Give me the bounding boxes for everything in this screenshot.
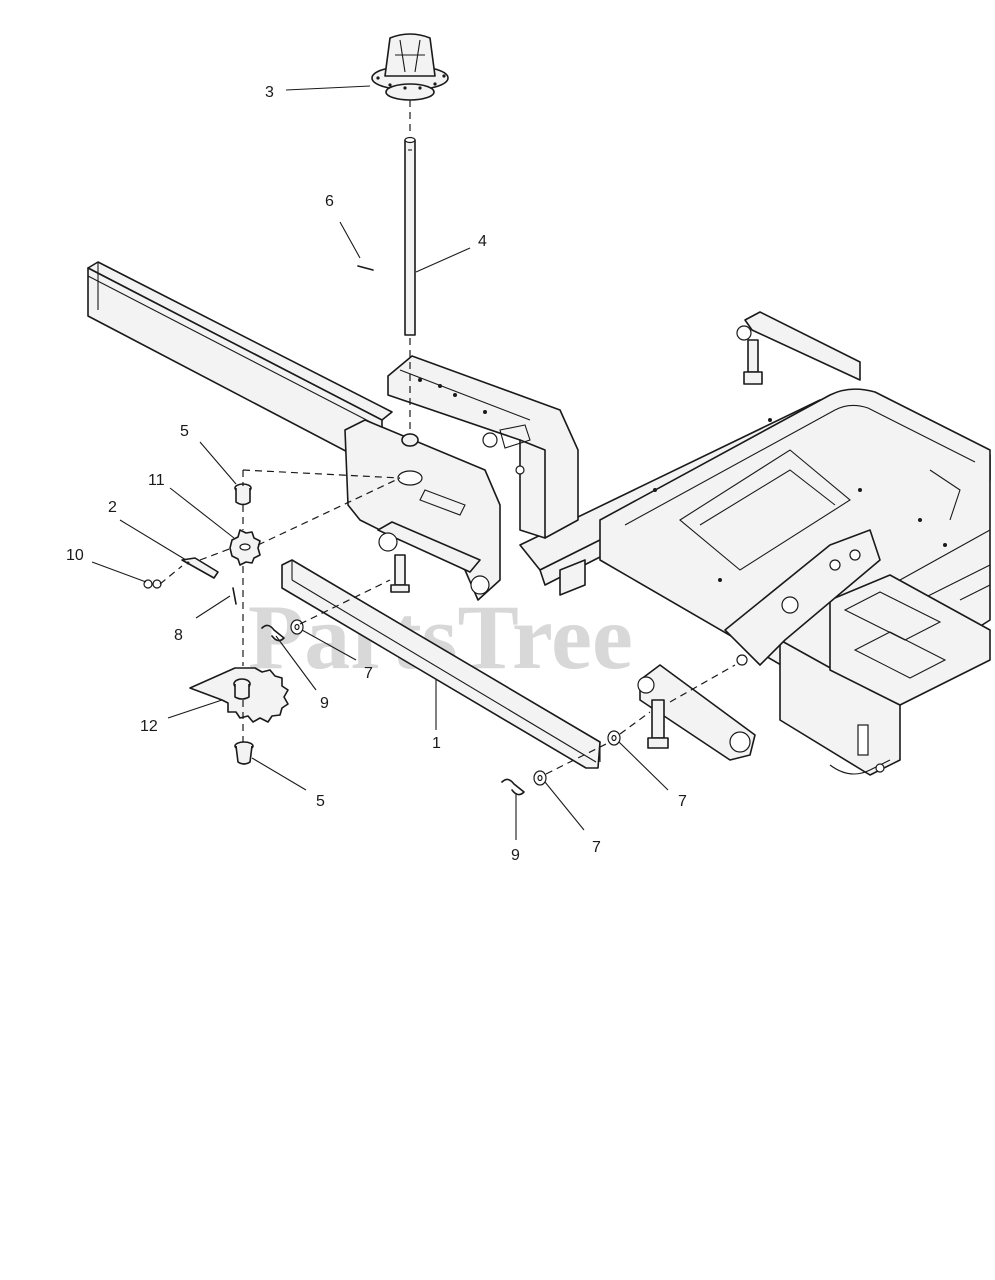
callout-7-upper: 7 <box>364 665 373 682</box>
callout-2: 2 <box>108 499 117 516</box>
part-2-key <box>181 557 219 579</box>
frame-left-rail <box>87 261 393 471</box>
callout-5-bottom: 5 <box>316 793 325 810</box>
callout-6: 6 <box>325 193 334 210</box>
part-9-clip-upper <box>261 624 285 642</box>
part-7-washer-upper <box>290 619 304 635</box>
assembly-dashed-lines <box>159 469 736 775</box>
callout-5-top: 5 <box>180 423 189 440</box>
part-1-drag-link <box>281 559 601 769</box>
callouts: 3 6 4 5 11 2 10 8 7 9 12 1 5 7 9 7 <box>66 84 687 864</box>
shaft-end <box>401 433 419 447</box>
center-bracket <box>344 355 586 601</box>
callout-1: 1 <box>432 735 441 752</box>
callout-9-lower: 9 <box>511 847 520 864</box>
part-4-shaft <box>404 136 416 336</box>
part-8-pin <box>232 587 237 605</box>
part-7-washer-lower <box>533 770 547 786</box>
callout-4: 4 <box>478 233 487 250</box>
callout-7-right: 7 <box>678 793 687 810</box>
callout-8: 8 <box>174 627 183 644</box>
part-9-clip-lower <box>501 778 525 796</box>
callout-10: 10 <box>66 547 84 564</box>
leader-lines <box>91 85 669 840</box>
callout-7-lower: 7 <box>592 839 601 856</box>
frame-right-structure <box>519 311 991 776</box>
callout-9-upper: 9 <box>320 695 329 712</box>
part-3-hub <box>371 33 449 101</box>
part-7-washer-right <box>607 730 621 746</box>
part-5-bushing-bottom <box>234 741 254 765</box>
part-5-bushing-top <box>234 483 252 506</box>
part-10-fastener <box>143 579 162 589</box>
callout-11: 11 <box>148 472 165 489</box>
callout-3: 3 <box>265 84 274 101</box>
part-12-sector-gear <box>189 667 289 723</box>
part-6-pin <box>357 265 374 271</box>
callout-12: 12 <box>140 718 158 735</box>
part-11-small-gear <box>229 529 261 566</box>
